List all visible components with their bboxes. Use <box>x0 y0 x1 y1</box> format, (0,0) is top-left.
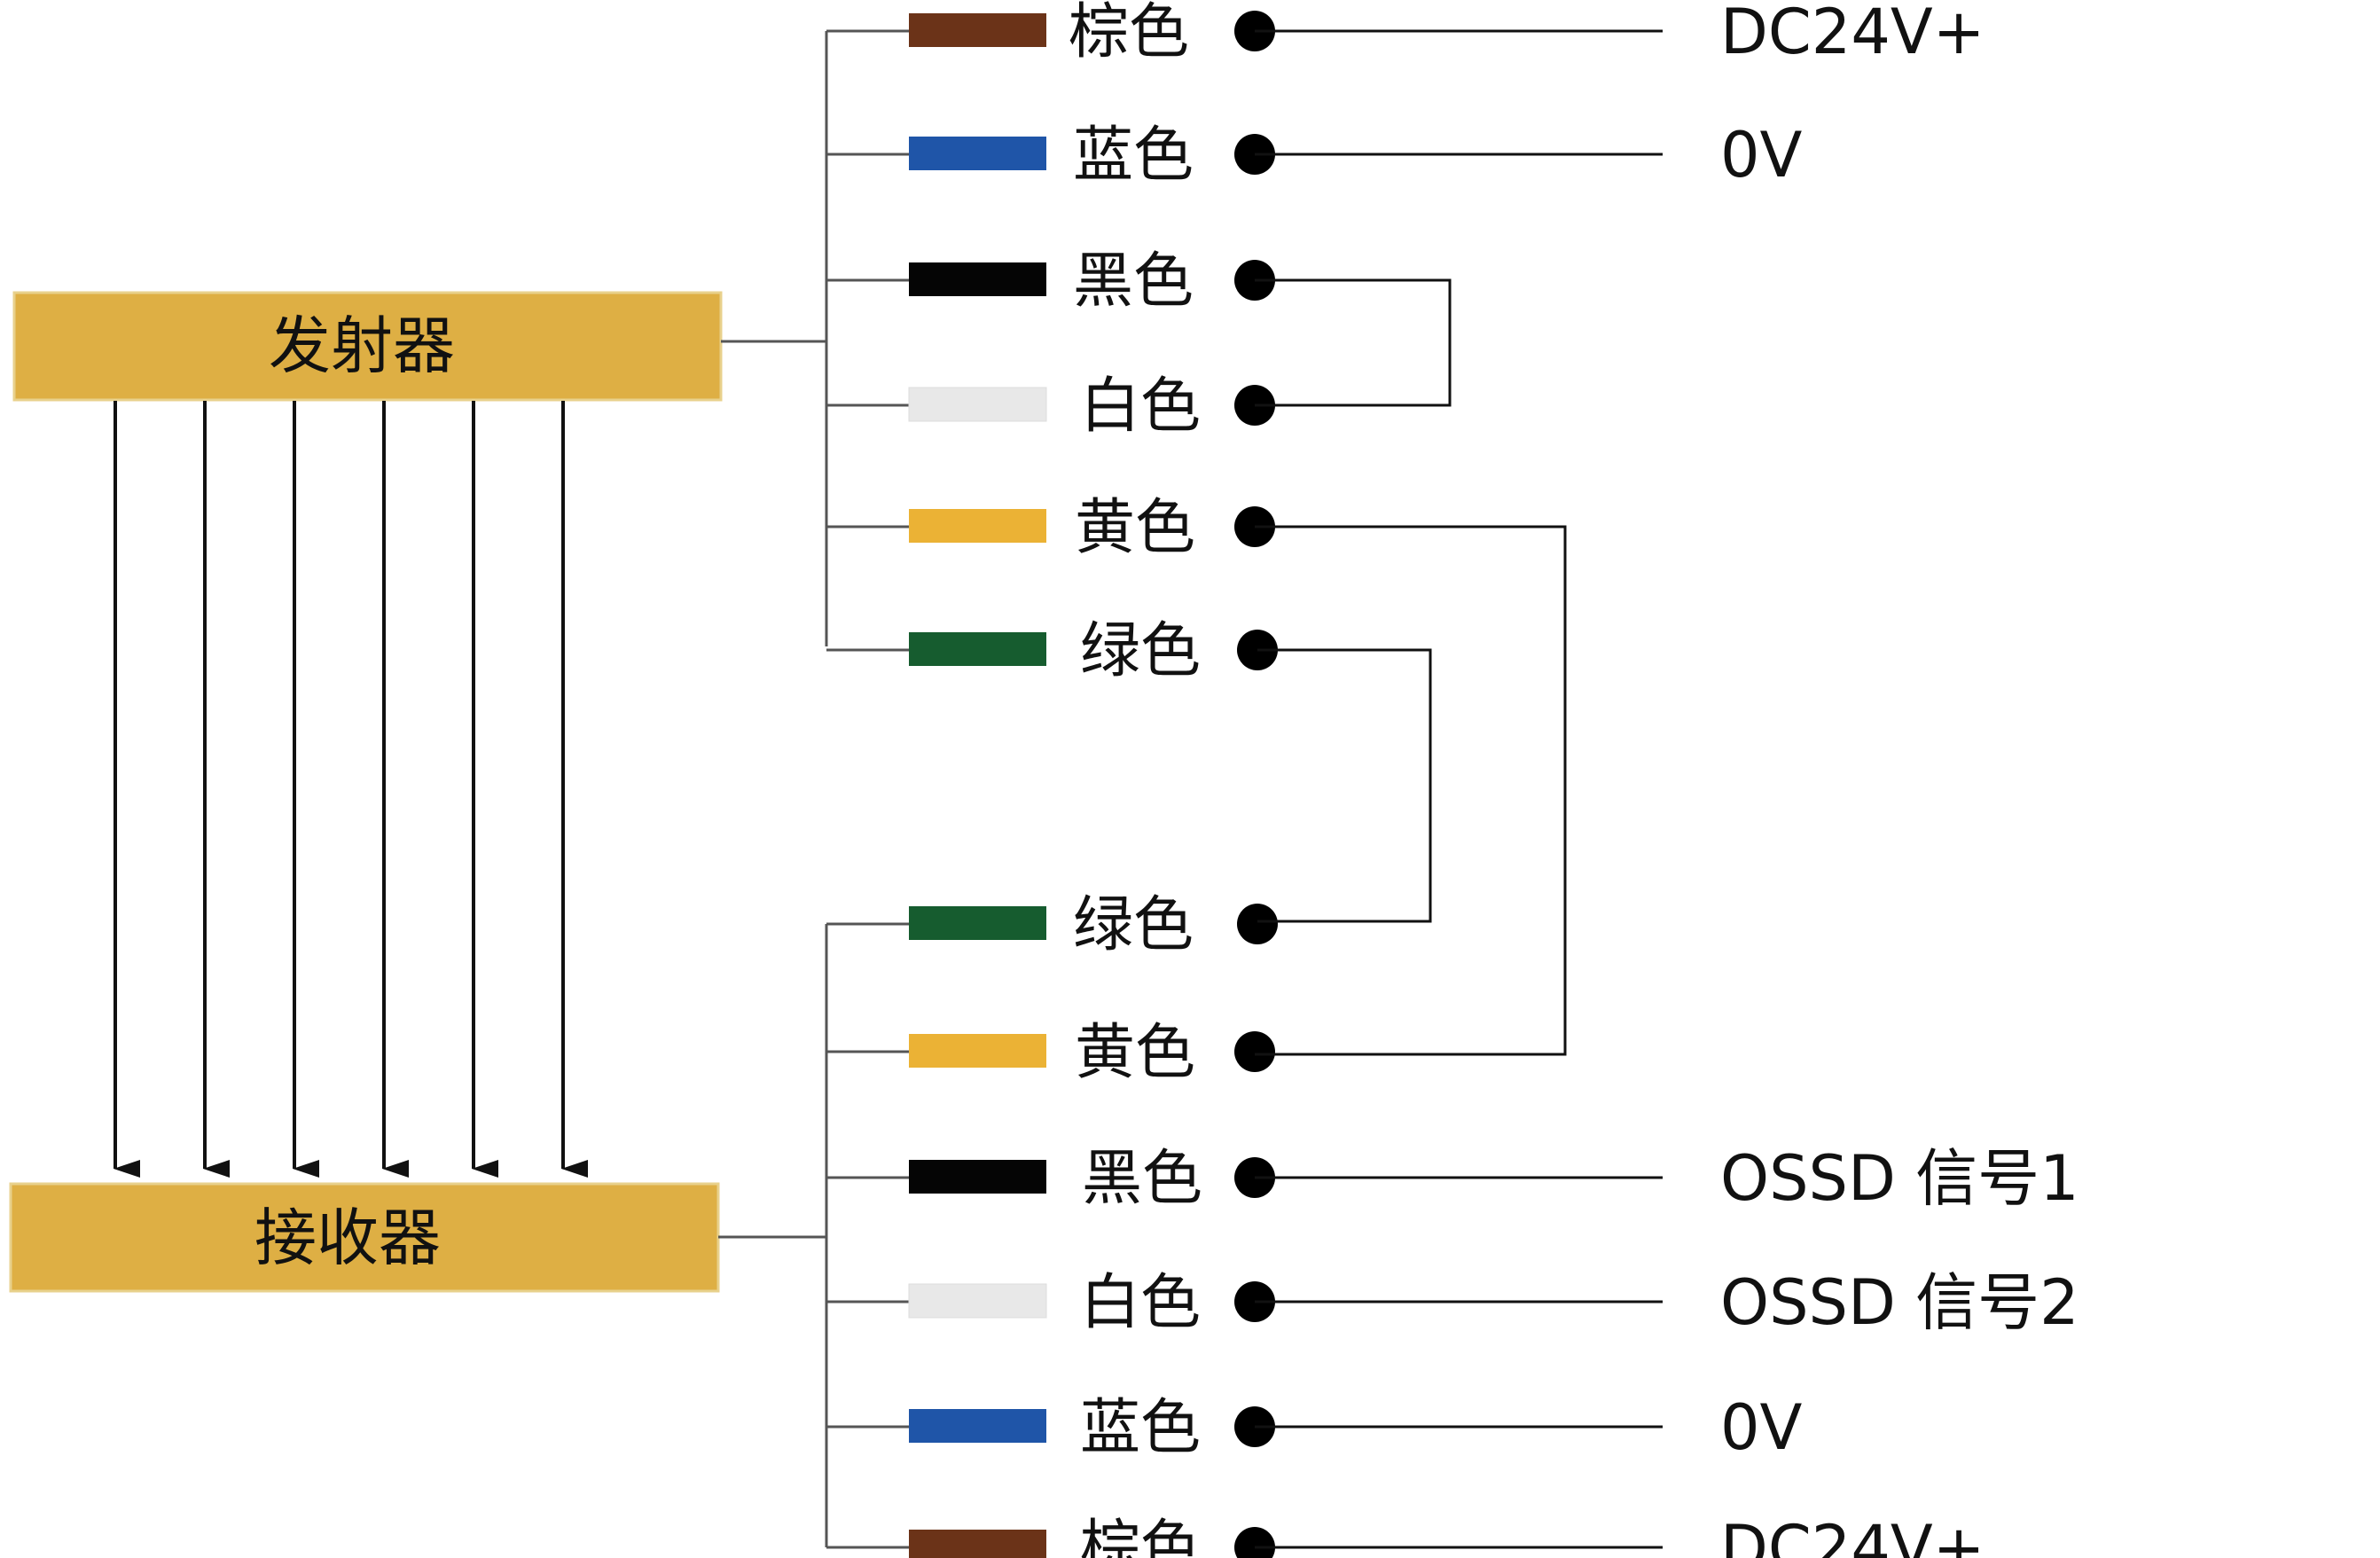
wire-color-label: 白色 <box>1080 1268 1201 1338</box>
wire-color-swatch <box>909 906 1046 940</box>
receiver-wire: 棕色 DC24V+ <box>826 1512 1985 1558</box>
wire-color-swatch <box>909 13 1046 47</box>
wire-color-swatch <box>909 1409 1046 1443</box>
wire-color-swatch <box>908 1283 1047 1319</box>
signal-label: DC24V+ <box>1720 1512 1985 1558</box>
signal-label: 0V <box>1720 119 1803 192</box>
wire-color-swatch <box>909 632 1046 666</box>
receiver-wire: 蓝色 0V <box>826 1391 1803 1464</box>
emitter-unit: 发射器 <box>12 291 723 402</box>
emitter-label: 发射器 <box>269 309 455 382</box>
wire-color-swatch <box>908 387 1047 422</box>
black-white-loop <box>1255 278 1452 407</box>
emitter-wire: 白色 <box>826 372 1275 442</box>
wire-color-label: 棕色 <box>1080 1514 1201 1558</box>
wire-color-label: 绿色 <box>1080 616 1201 686</box>
light-beams <box>114 401 588 1178</box>
receiver-label: 接收器 <box>254 1202 441 1274</box>
signal-label: OSSD 信号2 <box>1720 1266 2079 1339</box>
wire-color-label: 蓝色 <box>1073 121 1194 191</box>
wire-color-swatch <box>909 262 1046 296</box>
wire-color-label: 黑色 <box>1073 247 1194 317</box>
emitter-wire: 黑色 <box>826 247 1275 317</box>
wire-color-swatch <box>909 1034 1046 1068</box>
receiver-wire: 黄色 <box>826 1018 1275 1088</box>
wire-color-swatch <box>909 509 1046 543</box>
wire-connections <box>1255 278 1567 1056</box>
terminal-dot <box>1234 1031 1275 1072</box>
receiver-wire: 绿色 <box>826 890 1278 960</box>
wire-color-label: 蓝色 <box>1080 1393 1201 1463</box>
emitter-wire: 蓝色 0V <box>826 119 1803 192</box>
receiver-cable-trunk <box>718 924 828 1547</box>
wire-color-label: 黑色 <box>1082 1144 1202 1214</box>
wire-color-label: 白色 <box>1080 372 1201 442</box>
green-link <box>1257 648 1432 923</box>
wire-color-swatch <box>909 1160 1046 1194</box>
receiver-unit: 接收器 <box>9 1182 720 1293</box>
emitter-cable-trunk <box>721 31 828 646</box>
terminal-dot <box>1237 904 1278 944</box>
wire-color-label: 棕色 <box>1069 0 1189 67</box>
emitter-wire: 绿色 <box>826 616 1278 686</box>
signal-label: 0V <box>1720 1391 1803 1464</box>
receiver-wire: 白色 OSSD 信号2 <box>826 1266 2079 1339</box>
receiver-wire: 黑色 OSSD 信号1 <box>826 1142 2079 1215</box>
terminal-dot <box>1234 1527 1275 1558</box>
signal-label: DC24V+ <box>1720 0 1985 68</box>
emitter-wire: 黄色 <box>826 493 1275 563</box>
signal-label: OSSD 信号1 <box>1720 1142 2079 1215</box>
emitter-box <box>12 291 723 402</box>
wire-color-label: 黄色 <box>1075 1018 1195 1088</box>
wire-color-label: 黄色 <box>1075 493 1195 563</box>
emitter-wire: 棕色 DC24V+ <box>826 0 1985 68</box>
wire-color-swatch <box>909 1530 1046 1558</box>
yellow-link <box>1255 525 1567 1056</box>
wire-color-swatch <box>909 137 1046 170</box>
wire-color-label: 绿色 <box>1073 890 1194 960</box>
receiver-box <box>9 1182 720 1293</box>
